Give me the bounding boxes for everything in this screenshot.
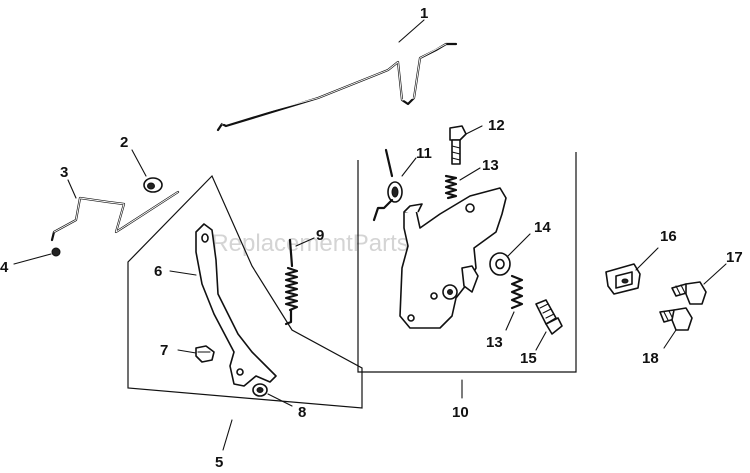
callout-4: 4	[0, 259, 9, 276]
part-6-governor-lever	[195, 223, 277, 387]
part-13-spring-lower	[510, 274, 524, 310]
callout-3: 3	[60, 164, 68, 181]
leader-4	[13, 253, 52, 265]
callout-11: 11	[416, 145, 432, 162]
callout-14: 14	[534, 219, 551, 236]
callout-6: 6	[154, 263, 162, 280]
callout-5: 5	[215, 454, 223, 471]
part-17-bolt	[671, 281, 707, 305]
kit-5-outline	[127, 174, 363, 409]
callout-10: 10	[452, 404, 469, 421]
part-7-bolt	[195, 345, 215, 363]
leader-12	[465, 125, 483, 135]
leader-17	[703, 263, 727, 285]
part-15-screw	[535, 299, 563, 335]
callout-8: 8	[298, 404, 306, 421]
part-10-control-bracket	[399, 187, 507, 329]
part-8-nut	[252, 383, 268, 397]
leader-7	[177, 349, 197, 354]
leader-1	[398, 19, 425, 43]
callout-12: 12	[488, 117, 505, 134]
leader-13-lower	[505, 311, 515, 331]
leader-18	[663, 329, 677, 349]
part-9-spring	[284, 238, 299, 326]
callout-9: 9	[316, 227, 324, 244]
leader-6	[169, 270, 197, 276]
leader-14	[507, 233, 531, 257]
leader-15	[535, 331, 547, 351]
leader-2	[131, 149, 147, 177]
leader-13-upper	[459, 167, 481, 181]
part-11-torsion-spring	[372, 148, 403, 222]
leader-16	[635, 247, 659, 271]
callout-2: 2	[120, 134, 128, 151]
part-2-nut	[143, 177, 163, 193]
leader-11	[401, 157, 417, 177]
kit-10-outline	[357, 152, 577, 373]
callout-15: 15	[520, 350, 537, 367]
part-3-link-rod	[50, 190, 180, 242]
part-12-screw	[449, 125, 467, 165]
callout-13-lower: 13	[486, 334, 503, 351]
part-4-clip	[51, 247, 61, 257]
leader-8	[267, 393, 293, 407]
callout-7: 7	[160, 342, 168, 359]
part-16-clip	[605, 263, 641, 295]
callout-1: 1	[420, 5, 428, 22]
leader-9	[295, 237, 315, 247]
part-1-linkage-rod	[216, 42, 458, 132]
callout-17: 17	[726, 249, 743, 266]
part-13-spring-upper	[444, 174, 458, 200]
part-14-washer	[489, 252, 511, 276]
leader-3	[67, 179, 77, 199]
callout-18: 18	[642, 350, 659, 367]
part-18-bolt	[659, 307, 693, 331]
leader-5	[222, 419, 233, 451]
callout-13-upper: 13	[482, 157, 499, 174]
callout-16: 16	[660, 228, 677, 245]
